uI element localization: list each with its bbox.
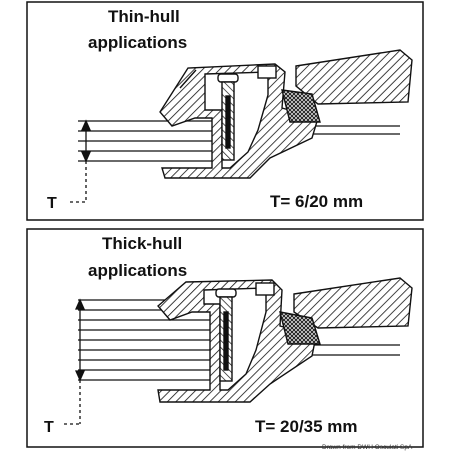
measurement-label: T= 20/35 mm <box>255 417 358 436</box>
deck-board <box>279 277 413 345</box>
panel-thick-hull: Thick-hull applications T <box>26 228 424 448</box>
thickness-dimension <box>70 119 92 203</box>
thickness-label: T <box>44 419 54 436</box>
panel-title-line1: Thin-hull <box>108 7 180 26</box>
panel-title-line1: Thick-hull <box>102 234 182 253</box>
rubrail-profile <box>157 279 317 403</box>
panel-title-line2: applications <box>88 261 187 280</box>
thickness-label: T <box>47 195 57 212</box>
panel-thin-hull: Thin-hull applications T <box>26 1 424 221</box>
rubrail-profile <box>159 63 319 179</box>
thickness-dimension <box>64 298 86 425</box>
deck-board <box>281 49 413 123</box>
hull-layers <box>78 120 400 162</box>
credit-text: Drawn from DWH Osculati SpA <box>322 444 413 451</box>
panel-title-line2: applications <box>88 33 187 52</box>
measurement-label: T= 6/20 mm <box>270 192 363 211</box>
